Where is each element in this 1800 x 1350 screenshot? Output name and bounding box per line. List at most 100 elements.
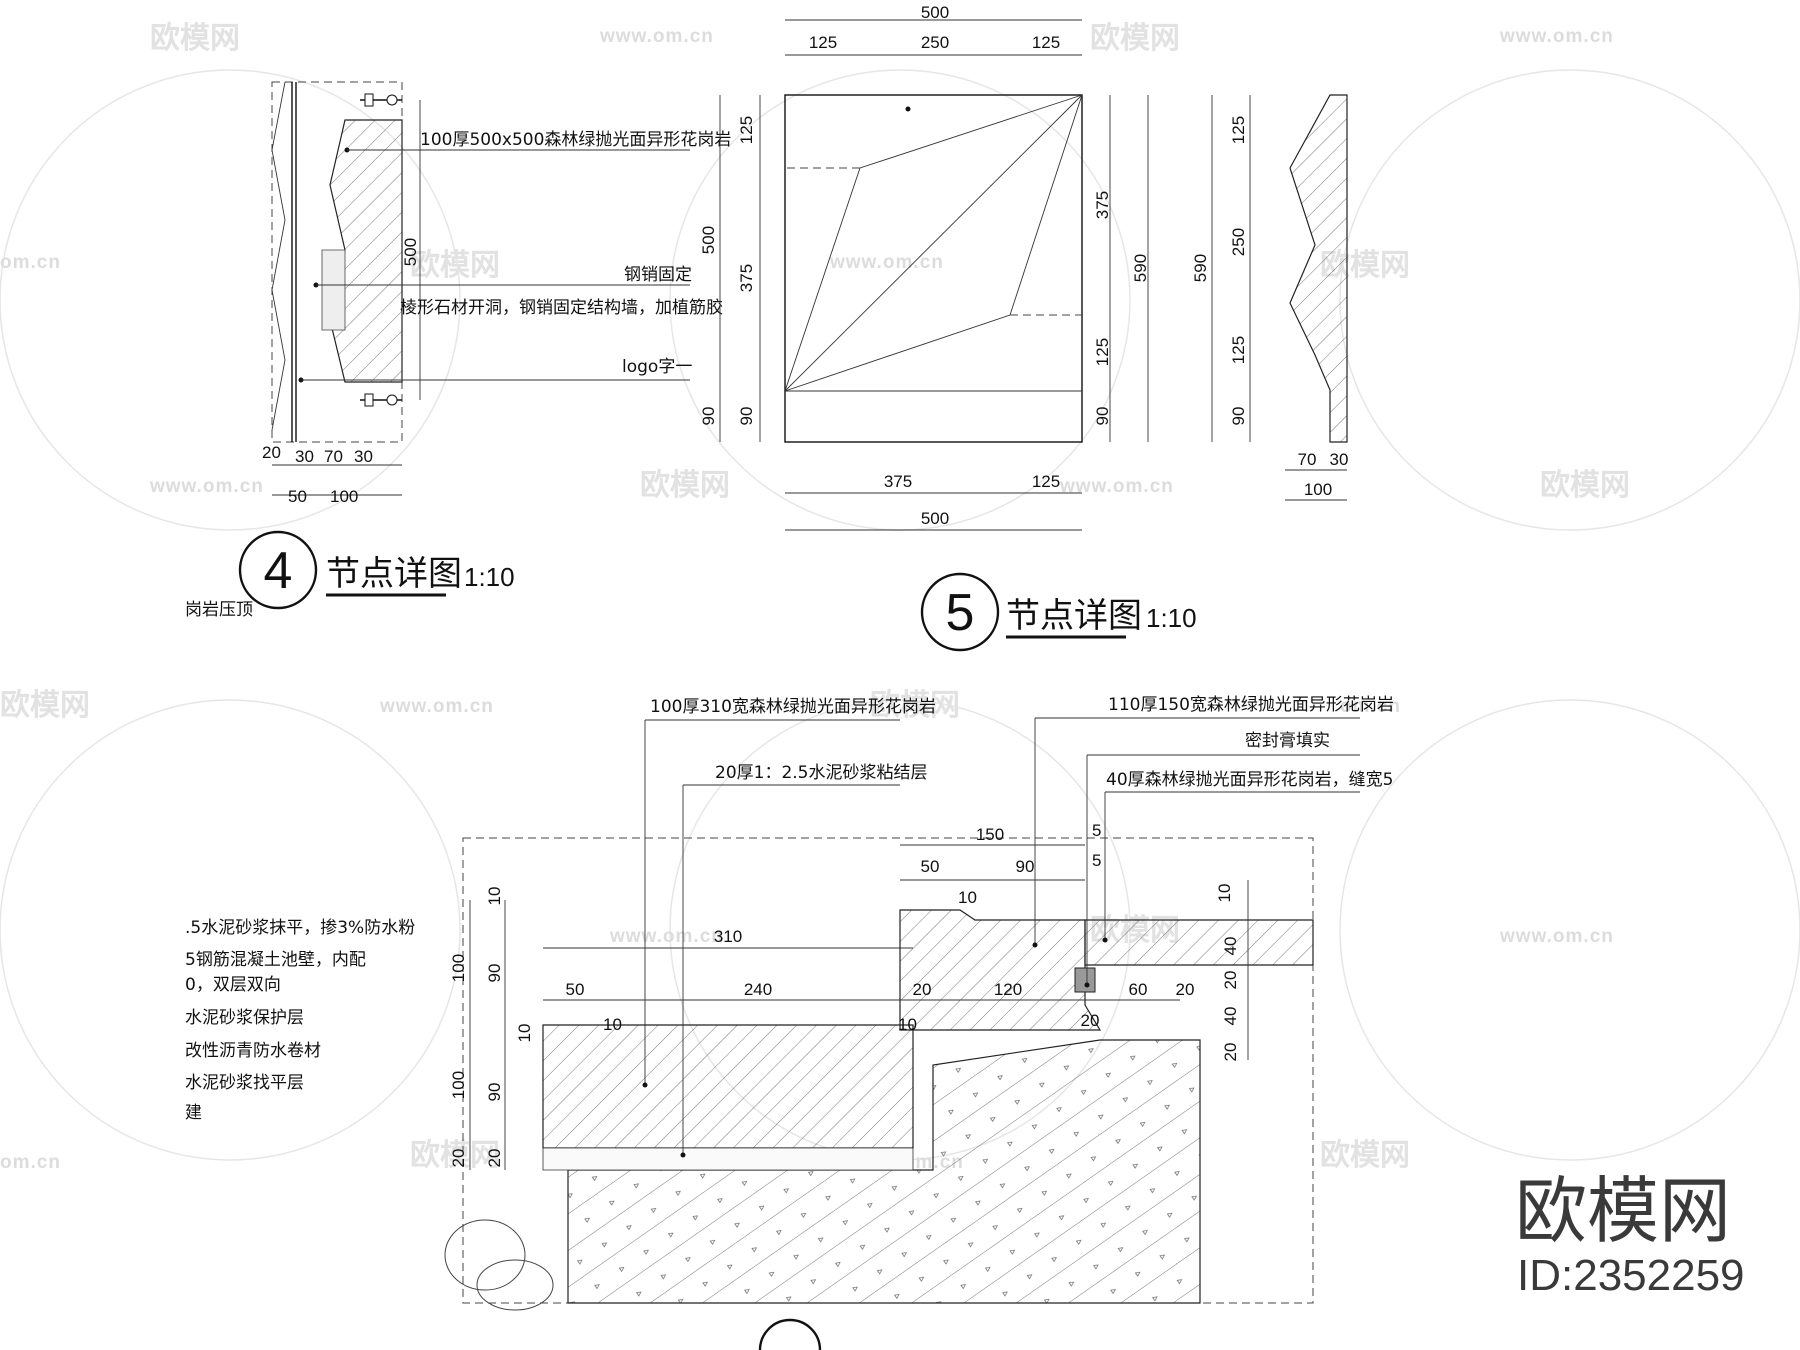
svg-text:50: 50 [921,857,940,876]
svg-text:375: 375 [1093,191,1112,219]
brand-name: 欧模网 [1515,1169,1731,1253]
leader-lines [642,717,1360,1158]
watermark-url: om.cn [1340,696,1401,717]
note-sealant: 密封膏填实 [1245,730,1330,751]
left-notes: .5水泥砂浆抹平，掺3%防水粉 5钢筋混凝土池壁，内配 0，双层双向 水泥砂浆保… [185,918,415,1123]
svg-text:40: 40 [1221,937,1240,956]
svg-text:20: 20 [1176,980,1195,999]
steel-pin-top [360,93,402,107]
watermark-pattern: 欧模网 欧模网 欧模网 欧模网 欧模网 欧模网 欧模网 欧模网 欧模网 欧模网 … [0,21,1800,1173]
svg-text:500: 500 [699,226,718,254]
svg-text:60: 60 [1129,980,1148,999]
svg-text:100: 100 [449,1071,468,1099]
detail-6-section: 100厚310宽森林绿抛光面异形花岗岩 20厚1：2.5水泥砂浆粘结层 110厚… [185,695,1394,1350]
svg-text:水泥砂浆保护层: 水泥砂浆保护层 [185,1008,304,1028]
watermark-brand: 欧模网 [1090,21,1180,56]
detail-4-number-circle [238,530,318,610]
dims-top: 500 125 250 125 [785,3,1082,56]
svg-text:20: 20 [262,443,281,462]
watermark-url: www.om.cn [609,926,724,947]
svg-text:.5水泥砂浆抹平，掺3%防水粉: .5水泥砂浆抹平，掺3%防水粉 [185,918,415,938]
svg-text:90: 90 [699,407,718,426]
watermark-url: www.om.cn [1499,26,1614,47]
note-150-granite: 110厚150宽森林绿抛光面异形花岗岩 [1108,695,1394,715]
detail-5-number-circle [920,572,1000,652]
leader-lines [298,147,690,383]
dims-left: 10 90 100 10 90 100 20 20 [449,887,534,1170]
watermark-url: www.om.cn [1059,476,1174,497]
steel-pin-bottom [360,393,402,407]
watermark-url: om.cn [0,1152,61,1173]
svg-text:5钢筋混凝土池壁，内配: 5钢筋混凝土池壁，内配 [185,950,366,970]
svg-text:100: 100 [330,487,358,506]
detail-5-number: 5 [946,584,975,642]
svg-text:125: 125 [1229,336,1248,364]
svg-text:70: 70 [324,447,343,466]
dims-bottom: 20 30 70 30 50 100 [262,443,402,506]
note-logo: logo字一 [622,357,692,377]
svg-text:250: 250 [1229,228,1248,256]
detail-4-scale: 1:10 [464,562,515,592]
brand-id: ID:2352259 [1517,1251,1745,1300]
svg-text:500: 500 [921,3,949,22]
watermark-brand: 欧模网 [640,468,730,503]
svg-text:10: 10 [958,888,977,907]
svg-text:125: 125 [1032,33,1060,52]
side-text: 岗岩压顶 [185,600,253,620]
svg-text:310: 310 [714,927,742,946]
detail-4: 500 100厚500x500森林绿抛光面异形花岗岩 钢销固定 棱形石材开洞，钢… [185,81,731,620]
svg-text:590: 590 [1191,254,1210,282]
svg-text:90: 90 [737,407,756,426]
svg-text:240: 240 [744,980,772,999]
svg-text:100: 100 [449,954,468,982]
watermark-brand: 欧模网 [150,21,240,56]
svg-text:40: 40 [1221,1007,1240,1026]
svg-text:250: 250 [921,33,949,52]
dims-bottom: 375 125 500 [785,472,1082,531]
svg-text:30: 30 [295,447,314,466]
detail-5-title: 节点详图 [1006,596,1142,636]
svg-text:改性沥青防水卷材: 改性沥青防水卷材 [185,1041,321,1061]
svg-text:30: 30 [354,447,373,466]
watermark-url: www.om.cn [599,26,714,47]
watermark-url: www.om.cn [149,476,264,497]
svg-text:120: 120 [994,980,1022,999]
svg-text:90: 90 [1229,407,1248,426]
dims-mid: 310 50 240 10 10 20 120 20 60 20 [543,927,1194,1034]
svg-text:125: 125 [809,33,837,52]
dims-right: 10 40 20 40 20 [1215,880,1249,1062]
svg-text:20: 20 [1221,1043,1240,1062]
svg-text:20: 20 [485,1149,504,1168]
note-steel-pin: 钢销固定 [624,265,692,285]
detail-4-number: 4 [264,542,293,600]
watermark-brand: 欧模网 [870,688,960,723]
svg-text:20: 20 [449,1149,468,1168]
svg-text:125: 125 [1032,472,1060,491]
detail-4-title: 节点详图 [326,554,462,594]
note-310-granite: 100厚310宽森林绿抛光面异形花岗岩 [650,697,936,717]
svg-text:500: 500 [921,509,949,528]
svg-text:90: 90 [485,964,504,983]
watermark-url: www.om.cn [829,252,944,273]
svg-text:125: 125 [737,116,756,144]
watermark-url: om.cn [0,252,61,273]
svg-text:590: 590 [1131,254,1150,282]
dims-left: 500 125 375 90 90 [699,95,761,442]
svg-text:150: 150 [976,825,1004,844]
svg-text:30: 30 [1330,450,1349,469]
svg-text:375: 375 [884,472,912,491]
brand-watermark: 欧模网 ID:2352259 [1515,1169,1745,1300]
svg-text:10: 10 [1215,884,1234,903]
watermark-brand: 欧模网 [1540,468,1630,503]
svg-text:20: 20 [1081,1011,1100,1030]
watermark-brand: 欧模网 [410,1138,500,1173]
note-granite: 100厚500x500森林绿抛光面异形花岗岩 [420,130,731,150]
svg-text:90: 90 [1093,407,1112,426]
svg-text:水泥砂浆找平层: 水泥砂浆找平层 [185,1073,304,1093]
watermark-url: www.om.cn [379,696,494,717]
side-profile: 590 125 250 125 90 70 30 100 [1191,94,1349,501]
svg-text:50: 50 [566,980,585,999]
svg-text:50: 50 [288,487,307,506]
svg-text:10: 10 [485,887,504,906]
